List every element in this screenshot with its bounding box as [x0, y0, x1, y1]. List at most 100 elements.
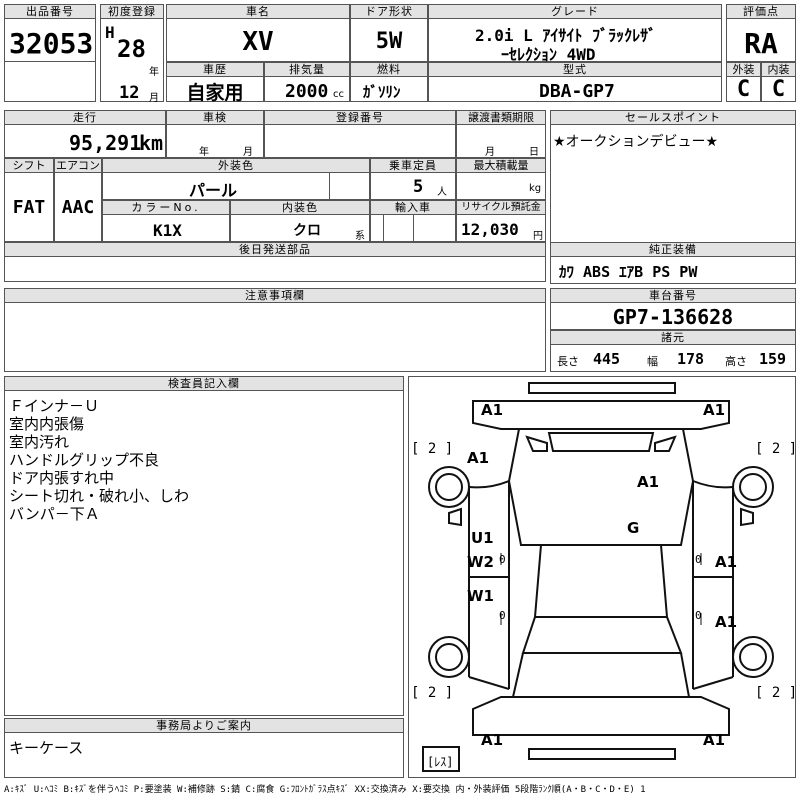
- spec-box: 諸元 長さ 445 幅 178 高さ 159: [550, 330, 796, 372]
- inspection-box: 車検 年 月: [166, 110, 264, 158]
- year-unit: 年: [149, 67, 159, 78]
- int-grade: C: [771, 77, 786, 102]
- inspector-line: バンパ－下Ａ: [9, 505, 100, 523]
- shift-box: シフト FAT: [4, 158, 54, 242]
- lot-number: 32053: [9, 27, 94, 60]
- mark-rear-left: A1: [481, 731, 504, 749]
- load-label: 最大積載量: [456, 158, 546, 173]
- car-name-box: 車名 XV: [166, 4, 350, 62]
- recycle-box: リサイクル預託金 12,030 円: [456, 200, 546, 242]
- inspection-year: 年: [199, 147, 209, 158]
- color-no-label: カラーNo.: [102, 200, 230, 215]
- eval-score: RA: [744, 27, 778, 60]
- doc-box: 譲渡書類期限 月 日: [456, 110, 546, 158]
- mark-right-front-door: A1: [715, 553, 738, 571]
- reg-year: 28: [117, 35, 146, 63]
- import-divider-1: [383, 215, 384, 241]
- tire-rear-left: [ 2 ]: [411, 685, 454, 701]
- color-no-box: カラーNo. K1X: [102, 200, 230, 242]
- damage-diagram: A1 A1 A1 A1 G U1 W2 W1 A1 A1 A1 A1 [ 2 ]…: [408, 376, 798, 778]
- office-box: 事務局よりご案内 キーケース: [4, 718, 404, 778]
- equip-label: 純正装備: [550, 242, 796, 257]
- car-outline: [422, 382, 774, 772]
- mark-rear-right: A1: [703, 731, 726, 749]
- fuel-box: 燃料 ｶﾞｿﾘﾝ: [350, 62, 428, 102]
- model-box: 型式 DBA-GP7: [428, 62, 722, 102]
- grade-line-2: ｰｾﾚｸｼｮﾝ 4WD: [501, 45, 596, 64]
- first-reg-box: 初度登録 H 28 年 12 月: [100, 4, 164, 104]
- door-box: ドア形状 5W: [350, 4, 428, 62]
- inspector-line: Ｆインナ－Ｕ: [9, 397, 100, 415]
- ac-value: AAC: [61, 197, 95, 218]
- recycle-value: 12,030: [461, 220, 519, 239]
- int-label: 内装: [761, 62, 796, 77]
- import-box: 輸入車: [370, 200, 456, 242]
- sales-text: ★オークションデビュー★: [553, 134, 719, 150]
- equip-box: 純正装備 ｶﾜ ABS ｴｱB PS PW: [550, 242, 796, 284]
- inspector-line: ハンドルグリップ不良: [9, 451, 160, 469]
- spare-tire: [ﾚｽ]: [427, 755, 454, 769]
- inspector-line: ドア内張すれ中: [9, 469, 115, 487]
- ext-box: 外装 C: [726, 62, 761, 102]
- seats-value: 5: [413, 177, 424, 197]
- chassis-label: 車台番号: [550, 288, 796, 303]
- seats-label: 乗車定員: [370, 158, 456, 173]
- tire-rear-right: [ 2 ]: [755, 685, 798, 701]
- spec-height-label: 高さ: [725, 355, 747, 368]
- ac-box: エアコン AAC: [54, 158, 102, 242]
- grade-label: グレード: [428, 4, 722, 19]
- reg-number-box: 登録番号: [264, 110, 456, 158]
- displacement-box: 排気量 2000 cc: [264, 62, 350, 102]
- doc-day: 日: [529, 147, 539, 158]
- mileage-label: 走行: [4, 110, 166, 125]
- shift-label: シフト: [4, 158, 54, 173]
- mark-left-front-door-2: W2: [467, 553, 494, 571]
- recycle-unit: 円: [533, 231, 543, 242]
- inspector-line: 室内汚れ: [9, 433, 70, 451]
- displacement-value: 2000: [285, 81, 329, 102]
- chassis-box: 車台番号 GP7-136628: [550, 288, 796, 330]
- int-color-box: 内装色 クロ 系: [230, 200, 370, 242]
- mileage-box: 走行 95,291 km: [4, 110, 166, 158]
- doc-label: 譲渡書類期限: [456, 110, 546, 125]
- seats-box: 乗車定員 5 人: [370, 158, 456, 200]
- notes-box: 注意事項欄: [4, 288, 546, 372]
- ext-label: 外装: [726, 62, 761, 77]
- history-box: 車歴 自家用: [166, 62, 264, 104]
- eval-box: 評価点 RA: [726, 4, 796, 62]
- fuel-label: 燃料: [350, 62, 428, 77]
- grade-line-1: 2.0i L ｱｲｻｲﾄ ﾌﾞﾗｯｸﾚｻﾞ: [475, 26, 657, 45]
- displacement-label: 排気量: [264, 62, 350, 77]
- color-box: 外装色 パール: [102, 158, 370, 200]
- color-no-value: K1X: [153, 221, 182, 240]
- mark-hood-right: A1: [637, 473, 660, 491]
- spec-label: 諸元: [550, 330, 796, 345]
- int-color-value: クロ: [293, 223, 321, 239]
- mileage-unit: km: [139, 131, 164, 155]
- door-type: 5W: [375, 29, 403, 54]
- spec-length: 445: [593, 350, 621, 368]
- mark-right-rear-door: A1: [715, 613, 738, 631]
- ac-label: エアコン: [54, 158, 102, 173]
- mark-front-right: A1: [703, 401, 726, 419]
- color-divider: [329, 173, 330, 199]
- model-label: 型式: [428, 62, 722, 77]
- era: H: [105, 23, 115, 42]
- color-value: パール: [189, 181, 238, 200]
- car-name-label: 車名: [166, 4, 350, 19]
- month-unit: 月: [149, 93, 159, 104]
- car-name: XV: [242, 27, 274, 57]
- doc-month: 月: [485, 147, 495, 158]
- handle-mark-left-rear: 0: [499, 609, 506, 622]
- mark-hood-left: A1: [467, 449, 490, 467]
- handle-mark-right-front: 0: [695, 553, 702, 566]
- door-label: ドア形状: [350, 4, 428, 19]
- color-label: 外装色: [102, 158, 370, 173]
- tire-front-left: [ 2 ]: [411, 441, 454, 457]
- recycle-label: リサイクル預託金: [456, 200, 546, 215]
- chassis-value: GP7-136628: [612, 305, 734, 329]
- int-color-unit: 系: [355, 231, 365, 242]
- mark-left-rear-door: W1: [467, 587, 494, 605]
- spec-length-label: 長さ: [557, 355, 579, 368]
- inspector-line: シート切れ・破れ小、しわ: [9, 487, 190, 505]
